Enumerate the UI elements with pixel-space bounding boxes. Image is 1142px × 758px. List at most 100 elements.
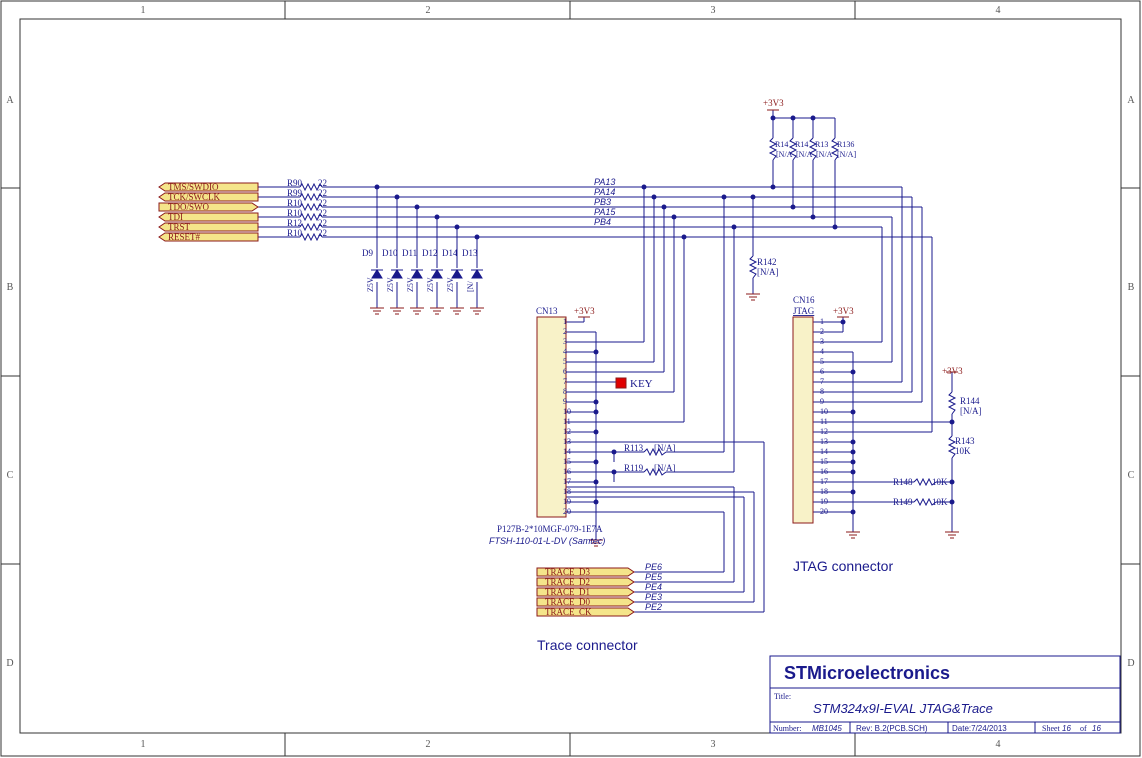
net-label: PE2 — [645, 602, 662, 612]
resistor-value: [N/A — [796, 150, 813, 159]
pin-number: 16 — [563, 467, 571, 476]
pin-number: 11 — [563, 417, 571, 426]
diode-ref: D10 — [382, 248, 398, 258]
series-resistors — [299, 182, 323, 242]
title-label: Title: — [774, 692, 791, 701]
ground-icon — [410, 307, 424, 315]
number-label: Number: — [773, 724, 801, 733]
resistor-value: 10K — [955, 446, 971, 456]
trace-port: TRACE_CK — [536, 607, 635, 617]
pin-number: 10 — [563, 407, 571, 416]
pullup-resistors — [643, 137, 957, 507]
pin-number: 3 — [820, 337, 824, 346]
pin-number: 2 — [563, 327, 567, 336]
cn16-connector: CN16 JTAG 1 2 3 4 5 6 7 8 9 10 11 12 13 … — [792, 295, 982, 524]
pin-number: 14 — [820, 447, 828, 456]
resistor-value: 22 — [318, 188, 327, 198]
row-label: A — [6, 95, 14, 106]
pin-number: 19 — [820, 497, 828, 506]
rev-value: Rev: B.2(PCB.SCH) — [856, 724, 928, 733]
pin-number: 8 — [820, 387, 824, 396]
sheet-number: 16 — [1062, 724, 1071, 733]
resistor-value: [N/A] — [960, 406, 982, 416]
diode-value: Z5V — [426, 277, 435, 292]
esd-diodes: D9 D10 D11 D12 D14 D13 Z5V Z5V Z5V Z5V Z… — [362, 248, 483, 292]
col-label: 4 — [996, 739, 1001, 750]
part-number-samtec: FTSH-110-01-L-DV (Samtec) — [489, 536, 605, 546]
sheet-title: STM324x9I-EVAL JTAG&Trace — [813, 701, 993, 716]
row-label: B — [7, 282, 14, 293]
resistor-value: 10K — [932, 497, 948, 507]
pin-number: 15 — [820, 457, 828, 466]
pin-number: 1 — [563, 317, 567, 326]
col-label: 2 — [426, 739, 431, 750]
ground-icon — [846, 531, 860, 539]
date-value: Date:7/24/2013 — [952, 724, 1007, 733]
resistor-value: [N/A] — [654, 463, 676, 473]
company-name: STMicroelectronics — [784, 663, 950, 683]
ground-icon — [746, 293, 760, 301]
ground-icons — [370, 293, 959, 547]
pin-number: 5 — [563, 357, 567, 366]
row-label: D — [6, 658, 13, 669]
resistor-value: [N/A] — [837, 150, 856, 159]
port-label: TRACE_D1 — [545, 587, 590, 597]
resistor-value: 22 — [318, 218, 327, 228]
jtag-signal-ports: TMS/SWDIO TCK/SWCLK TDO/SWO TDI TRST RES… — [158, 182, 259, 242]
power-labels: +3V3 +3V3 +3V3 +3V3 — [574, 98, 963, 376]
resistor-ref: R144 — [960, 396, 980, 406]
resistor-ref: R99 — [287, 188, 303, 198]
col-label: 4 — [996, 5, 1001, 16]
wires — [258, 110, 953, 613]
col-label: 3 — [711, 5, 716, 16]
trace-caption: Trace connector — [537, 637, 638, 653]
diode-value: Z5V — [406, 277, 415, 292]
net-label: PE5 — [645, 572, 663, 582]
resistor-ref: R119 — [624, 463, 644, 473]
resistor-ref: R149 — [893, 497, 913, 507]
net-label: PE3 — [645, 592, 662, 602]
ground-icon — [430, 307, 444, 315]
pin-number: 4 — [820, 347, 824, 356]
part-number: P127B-2*10MGF-079-1E7A — [497, 524, 603, 534]
diode-ref: D12 — [422, 248, 438, 258]
net-label: PB3 — [594, 197, 611, 207]
pin-number: 3 — [563, 337, 567, 346]
resistor-value: [N/A — [776, 150, 793, 159]
resistor-ref: R10 — [287, 198, 303, 208]
resistor-ref: R136 — [837, 140, 854, 149]
jtag-caption: JTAG connector — [793, 558, 893, 574]
diode-ref: D9 — [362, 248, 373, 258]
series-resistor-labels: R90 22 R99 22 R10 22 R10 22 R12 22 R10 2… — [287, 178, 327, 238]
ground-icon — [945, 531, 959, 539]
resistor-value: [N/A] — [757, 267, 779, 277]
connector-ref: CN13 — [536, 306, 558, 316]
resistor-ref: R90 — [287, 178, 303, 188]
col-label: 2 — [426, 5, 431, 16]
pin-number: 12 — [820, 427, 828, 436]
of-label: of — [1080, 724, 1087, 733]
pin-number: 18 — [563, 487, 571, 496]
resistor-ref: R113 — [624, 443, 644, 453]
supply-label: +3V3 — [833, 306, 854, 316]
cn13-connector: CN13 1 2 3 4 5 6 7 8 9 10 11 12 13 14 15… — [489, 306, 676, 546]
supply-label: +3V3 — [574, 306, 595, 316]
resistor-value: [N/A — [816, 150, 833, 159]
net-label: PB4 — [594, 217, 611, 227]
port-trst: TRST — [158, 222, 259, 232]
col-label: 1 — [141, 739, 146, 750]
net-label: PA15 — [594, 207, 616, 217]
port-tms: TMS/SWDIO — [158, 182, 259, 192]
pin-number: 15 — [563, 457, 571, 466]
pin-number: 10 — [820, 407, 828, 416]
pin-number: 20 — [820, 507, 828, 516]
row-label: A — [1127, 95, 1135, 106]
sheet-label: Sheet — [1042, 724, 1061, 733]
pin-number: 18 — [820, 487, 828, 496]
port-label: TRACE_D3 — [545, 567, 591, 577]
pin-number: 19 — [563, 497, 571, 506]
pullup-labels: R14 [N/A R14 [N/A R13 [N/A R136 [N/A] R1… — [757, 140, 856, 277]
pin-number: 13 — [820, 437, 828, 446]
